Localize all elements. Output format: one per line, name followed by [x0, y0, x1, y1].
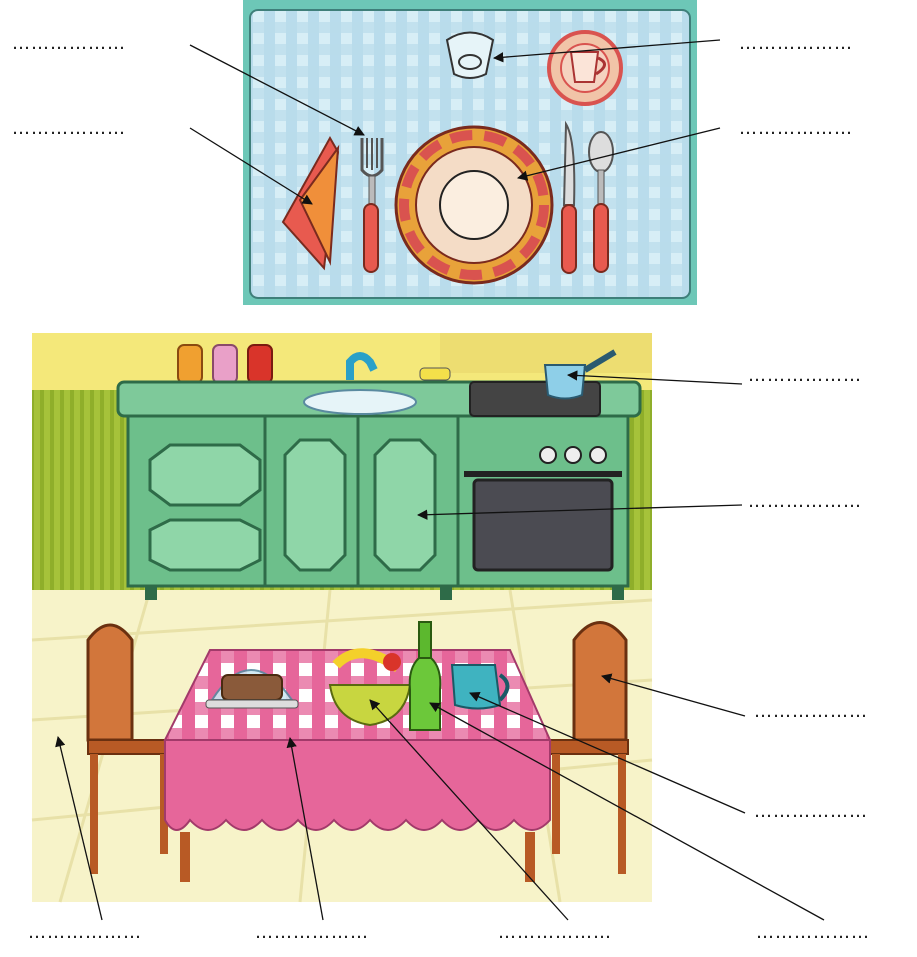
- plate-icon: [396, 127, 552, 283]
- spice-jars: [178, 345, 272, 383]
- label-blank-napkin[interactable]: ………………: [12, 120, 126, 138]
- label-blank-fork[interactable]: ………………: [12, 35, 126, 53]
- label-blank-plate[interactable]: ………………: [739, 120, 853, 138]
- oven-icon: [458, 382, 628, 600]
- label-blank-fruit-bowl[interactable]: ………………: [498, 924, 612, 942]
- cup-icon: [549, 32, 621, 104]
- label-blank-glass[interactable]: ………………: [739, 35, 853, 53]
- label-blank-floor[interactable]: ………………: [28, 924, 142, 942]
- label-blank-bottle[interactable]: ………………: [756, 924, 870, 942]
- label-blank-chair[interactable]: ………………: [754, 703, 868, 721]
- glass-icon: [447, 33, 493, 79]
- label-blank-tablecloth[interactable]: ………………: [255, 924, 369, 942]
- label-blank-cupboard[interactable]: ………………: [748, 493, 862, 511]
- label-blank-jug[interactable]: ………………: [754, 803, 868, 821]
- label-blank-pot[interactable]: ………………: [748, 367, 862, 385]
